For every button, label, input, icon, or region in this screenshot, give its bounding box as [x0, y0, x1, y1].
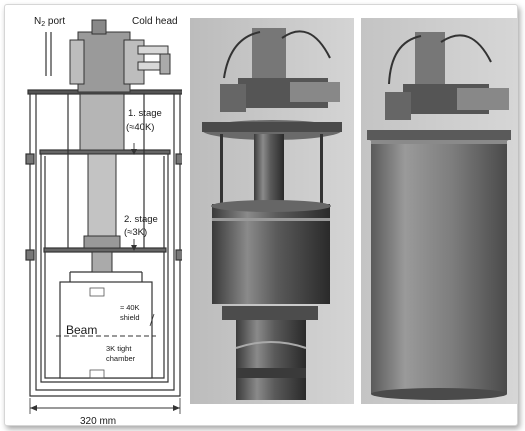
first-stage-plate [39, 149, 171, 155]
cold-head-assembly [69, 19, 171, 273]
stage2-label-line1: 2. stage [124, 214, 158, 225]
stage1-label-line1: 1. stage [128, 108, 162, 119]
photo-cryostat-open [190, 18, 354, 404]
n2-port-label: N2 port [34, 16, 65, 28]
outer-vacuum-vessel [29, 94, 181, 397]
radiation-shield [40, 152, 169, 383]
shield-label-line2: shield [120, 313, 140, 322]
chamber-label-line2: chamber [106, 354, 136, 363]
photo-cryostat-closed [361, 18, 518, 404]
cryostat-cross-section-drawing: N2 port Cold head 1. stage (≈40K) 2. sta… [25, 16, 182, 424]
stage1-label-line2: (≈40K) [126, 122, 154, 133]
3k-tight-chamber [59, 281, 153, 379]
shield-label-line1: ≈ 40K [120, 303, 140, 312]
dimension-label: 320 mm [80, 416, 116, 424]
second-stage-plate [43, 247, 167, 253]
cold-head-label: Cold head [132, 16, 178, 27]
stage2-label-line2: (≈3K) [124, 227, 147, 238]
beam-label: Beam [66, 323, 97, 337]
chamber-label-line1: 3K tight [106, 344, 132, 353]
